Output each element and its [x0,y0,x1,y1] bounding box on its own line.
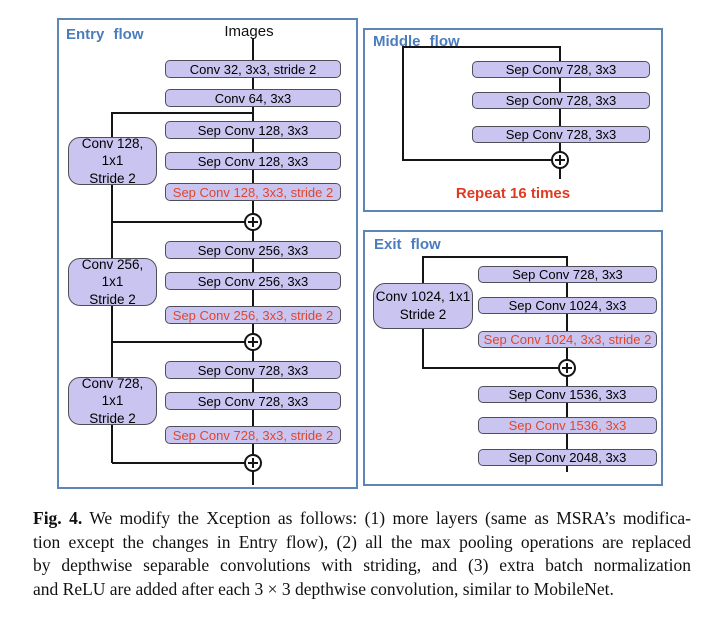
entry-main-path-line [252,38,254,485]
caption-line: and ReLU are added after each 3 × 3 dept… [33,578,614,599]
middle-branch-line [402,46,560,48]
exit-branch-line [422,256,567,258]
add-icon [244,454,262,472]
entry-skip-join-line-3 [112,462,253,464]
entry-flow-title: Entry flow [66,26,144,43]
conv-block: Conv 64, 3x3 [165,89,341,107]
sep-conv-block: Sep Conv 728, 3x3 [472,61,650,78]
skip-conv-block: Conv 128, 1x1 Stride 2 [68,135,157,186]
sep-conv-block: Sep Conv 2048, 3x3 [478,449,657,466]
add-icon [551,151,569,169]
entry-skip-join-line-2 [112,341,253,343]
add-icon [244,213,262,231]
caption-text: We modify the Xception as follows: (1) m… [89,508,691,528]
sep-conv-stride-block: Sep Conv 1024, 3x3, stride 2 [478,331,657,348]
middle-main-path-line [559,46,561,179]
skip-conv-block: Conv 1024, 1x1 Stride 2 [373,283,473,329]
skip-conv-block: Conv 728, 1x1 Stride 2 [68,375,157,426]
conv-block: Conv 32, 3x3, stride 2 [165,60,341,78]
skip-conv-label-line1: Conv 256, 1x1 [81,256,144,290]
skip-conv-label-line1: Conv 1024, 1x1 [375,289,471,305]
skip-conv-block: Conv 256, 1x1 Stride 2 [68,256,157,307]
sep-conv-block: Sep Conv 128, 3x3 [165,152,341,170]
sep-conv-block: Sep Conv 728, 3x3 [165,361,341,379]
entry-branch-line [112,112,253,114]
sep-conv-stride-block: Sep Conv 728, 3x3, stride 2 [165,426,341,444]
repeat-note: Repeat 16 times [455,185,571,202]
sep-conv-block: Sep Conv 128, 3x3 [165,121,341,139]
exit-skip-join-line [422,367,567,369]
add-icon [244,333,262,351]
caption-line: Fig. 4. We modify the Xception as follow… [33,507,691,531]
skip-conv-label-line2: Stride 2 [89,291,136,307]
sep-conv-block: Sep Conv 1024, 3x3 [478,297,657,314]
middle-skip-join-line [402,159,560,161]
images-label: Images [224,23,274,40]
skip-conv-label-line1: Conv 128, 1x1 [81,135,144,169]
sep-conv-stride-block: Sep Conv 256, 3x3, stride 2 [165,306,341,324]
sep-conv-block: Sep Conv 728, 3x3 [478,266,657,283]
caption-line: by depthwise separable convolutions with… [33,555,691,575]
middle-skip-path-line [402,46,404,160]
skip-conv-label-line2: Stride 2 [399,307,447,322]
sep-conv-block: Sep Conv 1536, 3x3 [478,386,657,403]
sep-conv-block: Sep Conv 728, 3x3 [165,392,341,410]
sep-conv-stride-block: Sep Conv 128, 3x3, stride 2 [165,183,341,201]
skip-conv-label-line2: Stride 2 [89,170,136,186]
sep-conv-block: Sep Conv 728, 3x3 [472,92,650,109]
middle-flow-panel [363,28,663,212]
sep-conv-block: Sep Conv 256, 3x3 [165,241,341,259]
figure-caption: Fig. 4. We modify the Xception as follow… [33,507,691,601]
caption-tag: Fig. 4. [33,508,83,528]
entry-skip-join-line-1 [112,221,253,223]
exit-flow-title: Exit flow [374,236,441,253]
sep-conv-block: Sep Conv 1536, 3x3 [478,417,657,434]
caption-line: tion except the changes in Entry flow), … [33,531,691,552]
skip-conv-label-line1: Conv 728, 1x1 [81,375,144,409]
skip-conv-label-line2: Stride 2 [89,410,136,426]
sep-conv-block: Sep Conv 728, 3x3 [472,126,650,143]
add-icon [558,359,576,377]
sep-conv-block: Sep Conv 256, 3x3 [165,272,341,290]
middle-flow-title: Middle flow [373,33,460,50]
